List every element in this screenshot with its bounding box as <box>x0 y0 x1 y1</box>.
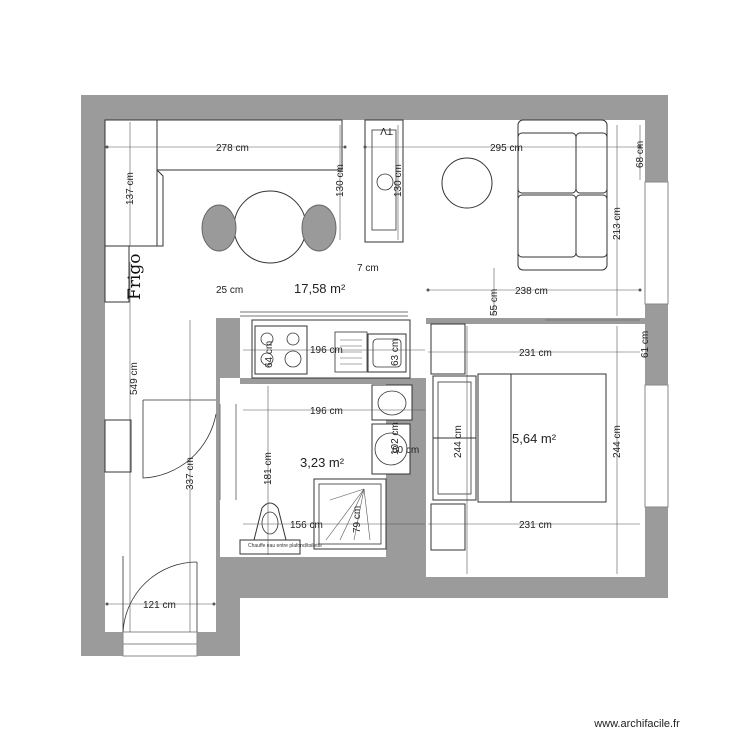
dim-130b: 130 cm <box>393 164 404 197</box>
dim-196a: 196 cm <box>310 345 343 356</box>
dim-60: 60 cm <box>392 445 419 456</box>
tv-label: TV <box>380 125 393 136</box>
dim-156: 156 cm <box>290 520 323 531</box>
kitchen-counter-top <box>156 119 343 171</box>
dim-137: 137 cm <box>125 172 136 205</box>
dim-295: 295 cm <box>490 143 523 154</box>
shower <box>313 478 387 550</box>
dim-231a: 231 cm <box>519 348 552 359</box>
dim-278: 278 cm <box>216 143 249 154</box>
nightstand-top <box>430 323 466 375</box>
dimension-lines <box>107 122 641 632</box>
dim-55: 55 cm <box>489 289 500 316</box>
area-bathroom: 3,23 m² <box>300 455 345 470</box>
chair-left <box>201 204 237 252</box>
dim-181: 181 cm <box>263 452 274 485</box>
dim-121: 121 cm <box>143 600 176 611</box>
dim-549: 549 cm <box>129 362 140 395</box>
window-right-top <box>644 181 669 305</box>
watermark: www.archifacile.fr <box>593 718 680 730</box>
water-heater-label: Chauffe eau entre plafond/toilette <box>248 543 322 549</box>
tv-cabinet <box>364 119 404 243</box>
fridge-label: Frigo <box>125 254 145 300</box>
dim-64: 64 cm <box>264 341 275 368</box>
dim-61: 61 cm <box>640 331 651 358</box>
dim-130: 130 cm <box>335 164 346 197</box>
dim-102: 102 cm <box>390 422 401 455</box>
kitchen-unit <box>240 311 411 379</box>
fridge <box>104 245 130 303</box>
dim-7: 7 cm <box>357 263 379 274</box>
dining-table <box>233 190 307 264</box>
chair-right <box>301 204 337 252</box>
dim-68: 68 cm <box>635 141 646 168</box>
dim-231b: 231 cm <box>519 520 552 531</box>
dim-25: 25 cm <box>216 285 243 296</box>
dim-196b: 196 cm <box>310 406 343 417</box>
washing-machine <box>371 423 411 475</box>
toilet <box>253 502 287 541</box>
interior-doors <box>122 399 217 633</box>
area-living: 17,58 m² <box>294 281 346 296</box>
nightstand-bottom <box>430 503 466 551</box>
dim-213: 213 cm <box>612 207 623 240</box>
sofa <box>517 119 608 271</box>
water-heater <box>239 539 301 555</box>
dim-63: 63 cm <box>390 339 401 366</box>
dim-244a: 244 cm <box>453 425 464 458</box>
window-right-bottom <box>644 384 669 508</box>
dim-238: 238 cm <box>515 286 548 297</box>
area-bedroom: 5,64 m² <box>512 431 557 446</box>
bed <box>477 373 607 503</box>
dim-79: 79 cm <box>352 506 363 533</box>
dim-337: 337 cm <box>185 457 196 490</box>
dim-244b: 244 cm <box>612 425 623 458</box>
coffee-table <box>441 157 493 209</box>
wall-cabinet <box>104 419 132 473</box>
